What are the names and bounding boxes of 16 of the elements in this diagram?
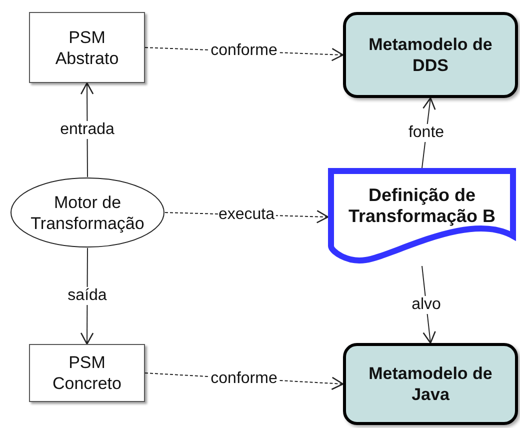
rounded-box bbox=[343, 343, 518, 425]
node-label: Motor de Transformação bbox=[30, 192, 146, 234]
node-label: Metamodelo de Java bbox=[368, 363, 494, 405]
document-shape bbox=[328, 168, 516, 266]
node-label: Definição de Transformação B bbox=[347, 185, 497, 227]
edge-label: alvo bbox=[410, 296, 442, 314]
process-box bbox=[29, 12, 145, 83]
node-label: Metamodelo de DDS bbox=[368, 34, 494, 76]
edge-label: fonte bbox=[407, 124, 446, 142]
edge-label: entrada bbox=[59, 121, 116, 139]
rounded-box bbox=[343, 12, 518, 98]
edge-label: saída bbox=[66, 287, 108, 305]
ellipse-node bbox=[10, 177, 165, 248]
node-label: PSM Concreto bbox=[52, 352, 122, 394]
process-box bbox=[29, 344, 145, 402]
node-label: PSM Abstrato bbox=[54, 26, 120, 68]
